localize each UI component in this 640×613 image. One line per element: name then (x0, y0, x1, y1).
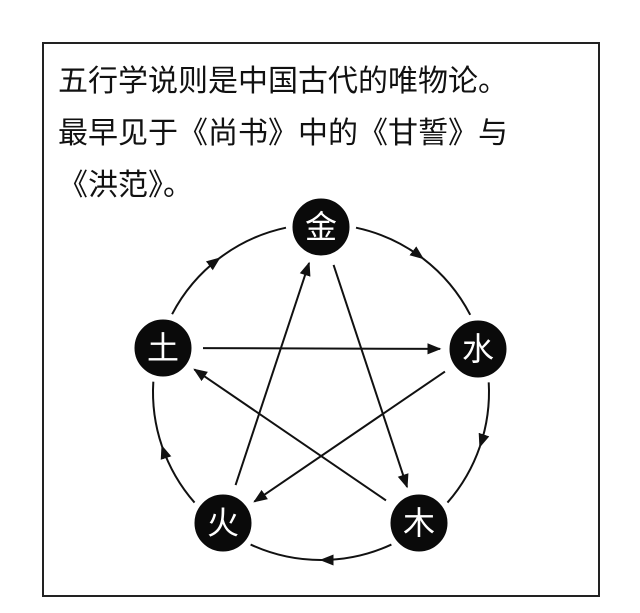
cycle-arrow-水-木 (478, 382, 490, 448)
node-metal: 金 (289, 195, 353, 259)
node-label: 金 (305, 208, 337, 246)
star-arrow-土-水 (202, 343, 442, 355)
node-water: 水 (446, 317, 510, 381)
node-circle (191, 491, 255, 555)
node-circle (446, 317, 510, 381)
node-label: 土 (147, 329, 179, 367)
cycle-arrow-金-水 (355, 226, 425, 260)
cycle-arc-水-木 (446, 446, 481, 504)
node-label: 木 (403, 504, 435, 542)
node-fire: 火 (191, 491, 255, 555)
node-label: 水 (462, 330, 494, 368)
node-circle (131, 316, 195, 380)
star-arrow-水-火 (253, 370, 446, 503)
text-line-3: 《洪范》。 (58, 168, 193, 203)
node-circle (387, 491, 451, 555)
star-arrow-木-土 (193, 368, 387, 502)
node-earth: 土 (131, 316, 195, 380)
text-line-2: 最早见于《尚书》中的《甘誓》与 (58, 116, 508, 151)
cycle-arrow-土-金 (171, 257, 221, 315)
star-arrow-金-木 (332, 264, 409, 489)
cycle-arc-金-水 (422, 257, 472, 316)
diagram-frame (42, 42, 600, 597)
cycle-arrow-火-土 (160, 444, 196, 504)
text-line-1: 五行学说则是中国古代的唯物论。 (58, 64, 508, 99)
star-arrow-火-金 (234, 261, 311, 486)
node-circle (289, 195, 353, 259)
node-label: 火 (207, 504, 239, 542)
cycle-arc-木-火 (250, 543, 322, 561)
cycle-arc-火-土 (152, 381, 163, 447)
cycle-arrow-木-火 (319, 543, 392, 566)
cycle-arc-土-金 (218, 226, 287, 260)
node-wood: 木 (387, 491, 451, 555)
